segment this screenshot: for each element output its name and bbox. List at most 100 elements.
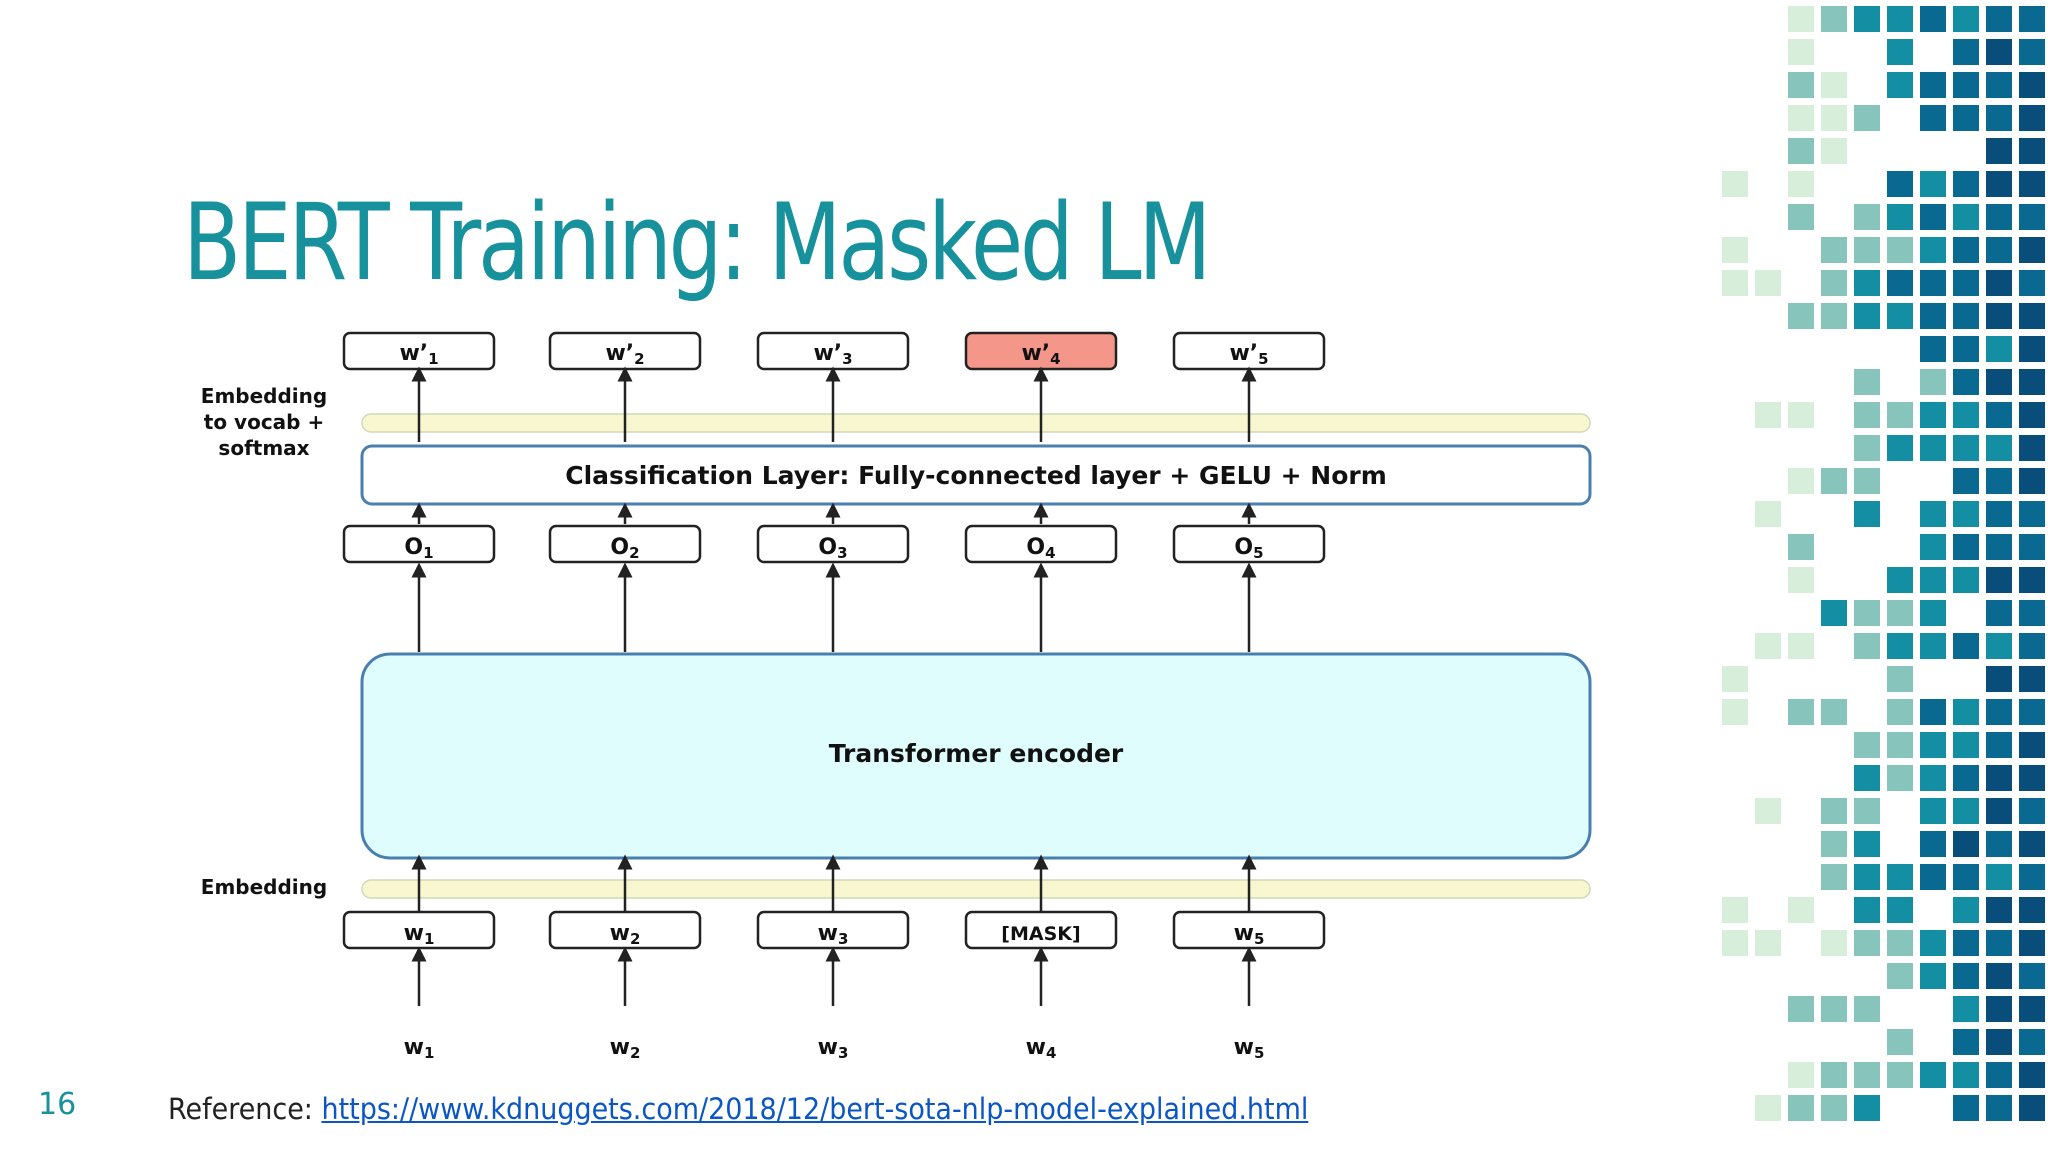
mosaic-tile	[1854, 732, 1880, 758]
mosaic-tile	[1887, 864, 1913, 890]
mosaic-tile	[1887, 72, 1913, 98]
side-label-embedding: Embedding	[201, 875, 327, 899]
mosaic-tile	[1854, 303, 1880, 329]
mosaic-tile	[1920, 237, 1946, 263]
mosaic-tile	[2019, 6, 2045, 32]
mosaic-tile	[1953, 798, 1979, 824]
mosaic-tile	[2019, 1095, 2045, 1121]
mosaic-tile	[1788, 105, 1814, 131]
mosaic-tile	[1986, 204, 2012, 230]
mosaic-tile	[1920, 402, 1946, 428]
mosaic-tile	[1821, 138, 1847, 164]
mosaic-tile	[2019, 39, 2045, 65]
mosaic-tile	[1821, 996, 1847, 1022]
mosaic-tile	[1788, 897, 1814, 923]
mosaic-tile	[1986, 963, 2012, 989]
input-embedding-strip	[361, 879, 1591, 899]
input-word-label-4: w4	[1026, 1035, 1057, 1060]
reference-label: Reference:	[168, 1092, 322, 1126]
mosaic-tile	[1821, 930, 1847, 956]
mosaic-tile	[1920, 963, 1946, 989]
mosaic-tile	[1788, 39, 1814, 65]
mosaic-tile	[2019, 699, 2045, 725]
input-token-label-2: w2	[610, 921, 641, 948]
mosaic-tile	[2019, 237, 2045, 263]
mosaic-tile	[1854, 864, 1880, 890]
mosaic-tile	[1821, 864, 1847, 890]
mosaic-tile	[1953, 39, 1979, 65]
mosaic-tile	[1854, 270, 1880, 296]
mosaic-tile	[1788, 633, 1814, 659]
mosaic-tile	[1821, 1095, 1847, 1121]
mosaic-tile	[1986, 699, 2012, 725]
mosaic-tile	[1986, 864, 2012, 890]
output-vector-box-3	[756, 524, 910, 564]
mosaic-tile	[1986, 138, 2012, 164]
mosaic-tile	[1854, 402, 1880, 428]
mosaic-tile	[1887, 567, 1913, 593]
output-word-label-2: w’2	[605, 341, 644, 368]
slide-title: BERT Training: Masked LM	[183, 181, 1212, 304]
mosaic-tile	[1986, 765, 2012, 791]
mosaic-tile	[1821, 237, 1847, 263]
page-number: 16	[38, 1087, 77, 1122]
mosaic-tile	[1953, 732, 1979, 758]
mosaic-tile	[1986, 6, 2012, 32]
mosaic-tile	[1920, 501, 1946, 527]
mosaic-tile	[1920, 864, 1946, 890]
mosaic-tile	[1986, 171, 2012, 197]
mosaic-tile	[1887, 237, 1913, 263]
mosaic-tile	[2019, 798, 2045, 824]
mosaic-tile	[1953, 831, 1979, 857]
mosaic-tile	[2019, 930, 2045, 956]
mosaic-tile	[1920, 6, 1946, 32]
mosaic-tile	[1755, 402, 1781, 428]
output-word-label-5: w’5	[1229, 341, 1268, 368]
decorative-mosaic	[1722, 6, 2045, 1121]
mosaic-tile	[2019, 567, 2045, 593]
mosaic-tile	[1920, 204, 1946, 230]
mosaic-tile	[1854, 369, 1880, 395]
mosaic-tile	[1722, 171, 1748, 197]
mosaic-tile	[1920, 72, 1946, 98]
mosaic-tile	[1722, 666, 1748, 692]
mosaic-tile	[2019, 105, 2045, 131]
mosaic-tile	[1887, 897, 1913, 923]
input-word-label-2: w2	[610, 1035, 641, 1060]
mosaic-tile	[1986, 996, 2012, 1022]
mosaic-tile	[1887, 1029, 1913, 1055]
output-word-label-1: w’1	[399, 341, 438, 368]
mosaic-tile	[1986, 930, 2012, 956]
mosaic-tile	[1755, 633, 1781, 659]
mosaic-tile	[1854, 798, 1880, 824]
mosaic-tile	[1986, 567, 2012, 593]
mosaic-tile	[2019, 1029, 2045, 1055]
mosaic-tile	[1953, 996, 1979, 1022]
output-vector-label-4: O4	[1026, 535, 1055, 562]
mosaic-tile	[1821, 699, 1847, 725]
mosaic-tile	[1854, 996, 1880, 1022]
mosaic-tile	[1821, 303, 1847, 329]
mosaic-tile	[1986, 105, 2012, 131]
output-vector-label-5: O5	[1234, 535, 1263, 562]
reference-link[interactable]: https://www.kdnuggets.com/2018/12/bert-s…	[321, 1092, 1309, 1126]
mosaic-tile	[1920, 1062, 1946, 1088]
mosaic-tile	[1953, 567, 1979, 593]
classification-layer-label: Classification Layer: Fully-connected la…	[565, 461, 1387, 490]
classification-layer-box	[360, 444, 1592, 506]
mosaic-tile	[1920, 831, 1946, 857]
mosaic-tile	[1821, 72, 1847, 98]
mosaic-tile	[1953, 1029, 1979, 1055]
mosaic-tile	[1788, 996, 1814, 1022]
mosaic-tile	[1953, 435, 1979, 461]
mosaic-tile	[2019, 831, 2045, 857]
mosaic-tile	[1953, 303, 1979, 329]
mosaic-tile	[1920, 699, 1946, 725]
mosaic-tile	[2019, 402, 2045, 428]
mosaic-tile	[1821, 1062, 1847, 1088]
mosaic-tile	[1920, 798, 1946, 824]
mosaic-tile	[1986, 369, 2012, 395]
mosaic-tile	[1986, 237, 2012, 263]
mosaic-tile	[1986, 831, 2012, 857]
mosaic-tile	[1788, 402, 1814, 428]
